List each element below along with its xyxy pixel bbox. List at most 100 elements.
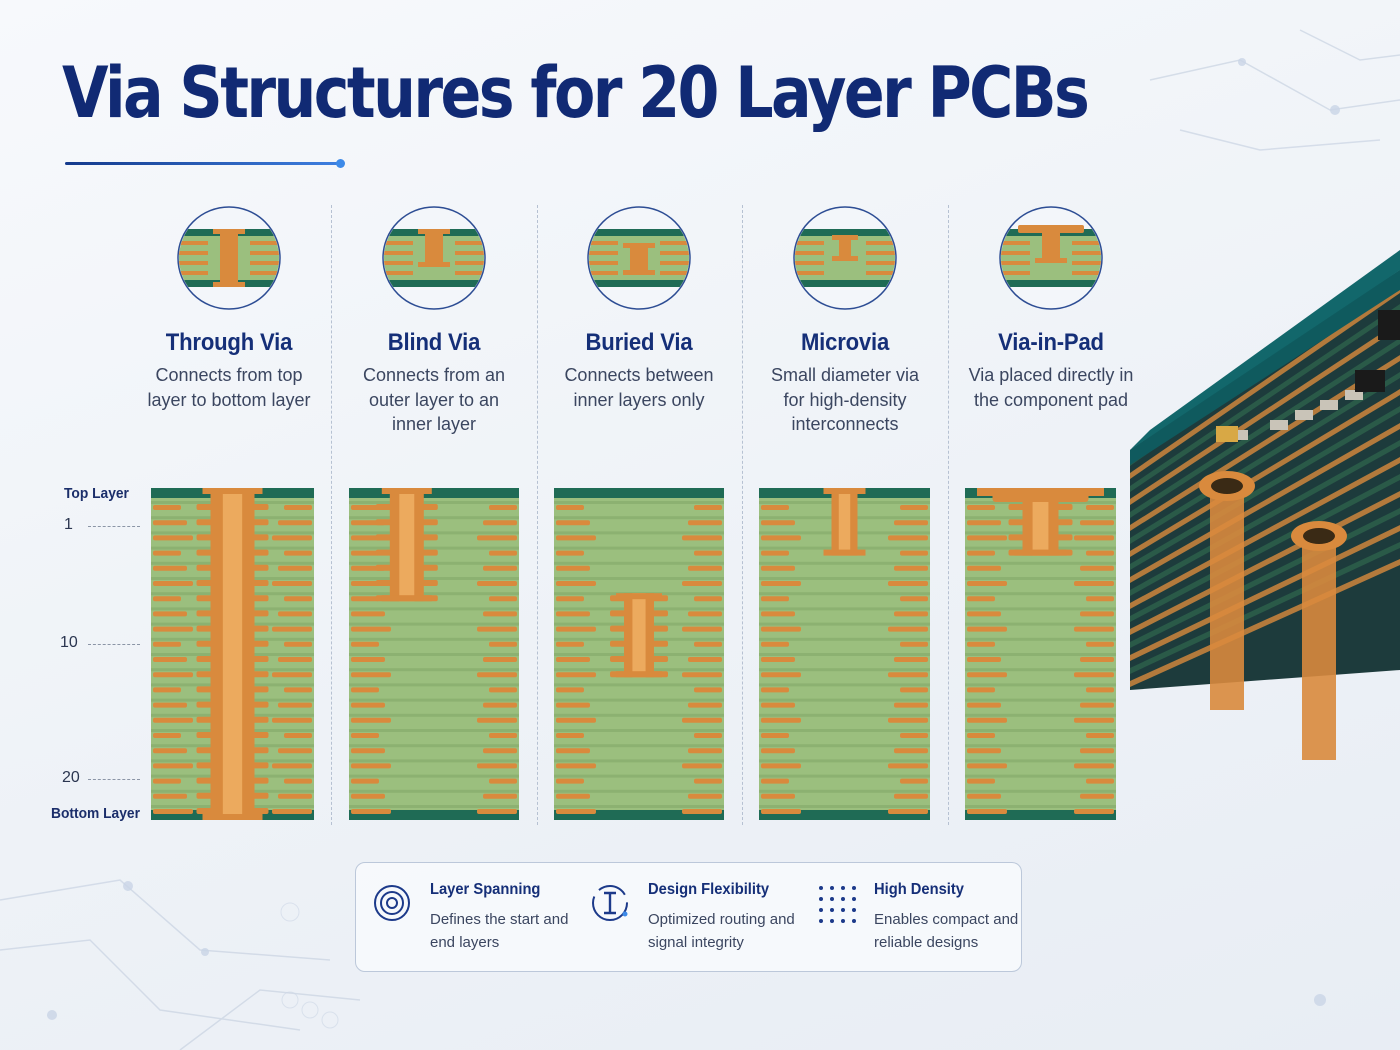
board-layer-edge — [1130, 338, 1400, 518]
icon-via-cap — [213, 229, 245, 234]
copper-trace — [688, 702, 722, 708]
copper-trace — [761, 687, 789, 693]
copper-trace — [1080, 611, 1114, 617]
copper-trace — [153, 778, 181, 784]
via-barrel-highlight — [838, 488, 851, 556]
microvia-icon — [793, 206, 897, 310]
via-barrel-highlight — [1032, 488, 1049, 556]
via-column-blind: Blind Via Connects from an outer layer t… — [329, 205, 539, 437]
via-barrel-highlight — [222, 488, 243, 820]
icon-trace — [589, 251, 618, 255]
copper-trace — [556, 809, 596, 814]
icon-component-pad — [1018, 225, 1084, 233]
icon-trace — [1072, 241, 1101, 245]
copper-trace — [556, 778, 584, 784]
prepreg-line — [554, 729, 724, 732]
board-layer-edge — [1130, 372, 1400, 544]
prepreg-line — [349, 622, 519, 626]
copper-trace — [694, 596, 722, 602]
via-cap — [1014, 549, 1067, 556]
copper-trace — [284, 641, 312, 647]
copper-trace — [351, 793, 385, 799]
copper-trace — [284, 733, 312, 738]
prepreg-line — [554, 546, 724, 550]
copper-trace — [894, 793, 928, 799]
copper-trace — [556, 550, 584, 556]
icon-solder-mask — [589, 229, 689, 236]
copper-trace — [153, 596, 181, 602]
via-cursor-icon — [592, 885, 628, 921]
copper-trace — [894, 611, 928, 617]
copper-trace — [967, 581, 1007, 586]
layer-tick-line — [88, 644, 140, 645]
icon-trace — [250, 241, 279, 245]
copper-trace — [477, 626, 517, 632]
prepreg-line — [965, 713, 1116, 717]
icon-via-cap — [418, 262, 450, 267]
prepreg-line — [349, 592, 519, 596]
board-layer-edge — [1130, 423, 1400, 583]
top-layer-label: Top Layer — [64, 485, 129, 502]
copper-trace — [483, 793, 517, 799]
via-in-pad-cross-section — [965, 488, 1116, 820]
copper-trace — [1080, 793, 1114, 799]
board-layer-edge — [1130, 440, 1400, 596]
copper-trace — [967, 641, 995, 647]
copper-trace — [351, 505, 379, 510]
smd-component — [1320, 400, 1338, 410]
icon-via-cap — [832, 256, 858, 261]
copper-trace — [967, 550, 995, 556]
icon-via-cap — [623, 270, 655, 275]
icon-trace — [795, 271, 824, 275]
icon-trace — [384, 261, 413, 265]
prepreg-line — [965, 805, 1116, 808]
copper-trace — [761, 809, 801, 814]
copper-trace — [556, 687, 584, 693]
copper-trace — [489, 505, 517, 510]
copper-trace — [761, 717, 801, 723]
copper-trace — [694, 778, 722, 784]
icon-trace — [1001, 251, 1030, 255]
prepreg-line — [759, 805, 930, 808]
icon-via-cap — [623, 243, 655, 248]
icon-trace — [179, 241, 208, 245]
copper-trace — [556, 657, 590, 662]
icon-trace — [179, 251, 208, 255]
copper-trace — [967, 702, 1001, 708]
prepreg-line — [965, 653, 1116, 656]
icon-trace — [660, 261, 689, 265]
copper-trace — [483, 611, 517, 617]
prepreg-line — [759, 729, 930, 732]
layer-tick-10: 10 — [60, 634, 78, 651]
icon-trace — [1072, 271, 1101, 275]
prepreg-line — [554, 531, 724, 535]
via-cap — [381, 595, 432, 602]
copper-trace — [761, 596, 789, 602]
via-description: Connects between inner layers only — [564, 365, 714, 410]
prepreg-line — [759, 577, 930, 580]
copper-trace — [278, 748, 312, 754]
copper-trace — [967, 626, 1007, 632]
copper-trace — [1086, 733, 1114, 738]
copper-trace — [761, 657, 795, 662]
copper-trace — [688, 657, 722, 662]
prepreg-line — [554, 516, 724, 520]
copper-trace — [278, 657, 312, 662]
copper-trace — [888, 672, 928, 678]
prepreg-line — [554, 759, 724, 763]
copper-trace — [278, 611, 312, 617]
copper-trace — [272, 581, 312, 586]
copper-trace — [761, 748, 795, 754]
icon-trace — [179, 261, 208, 265]
copper-trace — [967, 535, 1007, 541]
copper-trace — [888, 717, 928, 723]
target-icon — [374, 885, 410, 921]
copper-trace — [556, 717, 596, 723]
copper-trace — [556, 565, 590, 571]
copper-trace — [761, 672, 801, 678]
copper-trace — [278, 702, 312, 708]
icon-via-barrel — [1042, 225, 1060, 263]
prepreg-line — [349, 805, 519, 808]
copper-trace — [761, 550, 789, 556]
board-layer-edge — [1130, 406, 1400, 570]
